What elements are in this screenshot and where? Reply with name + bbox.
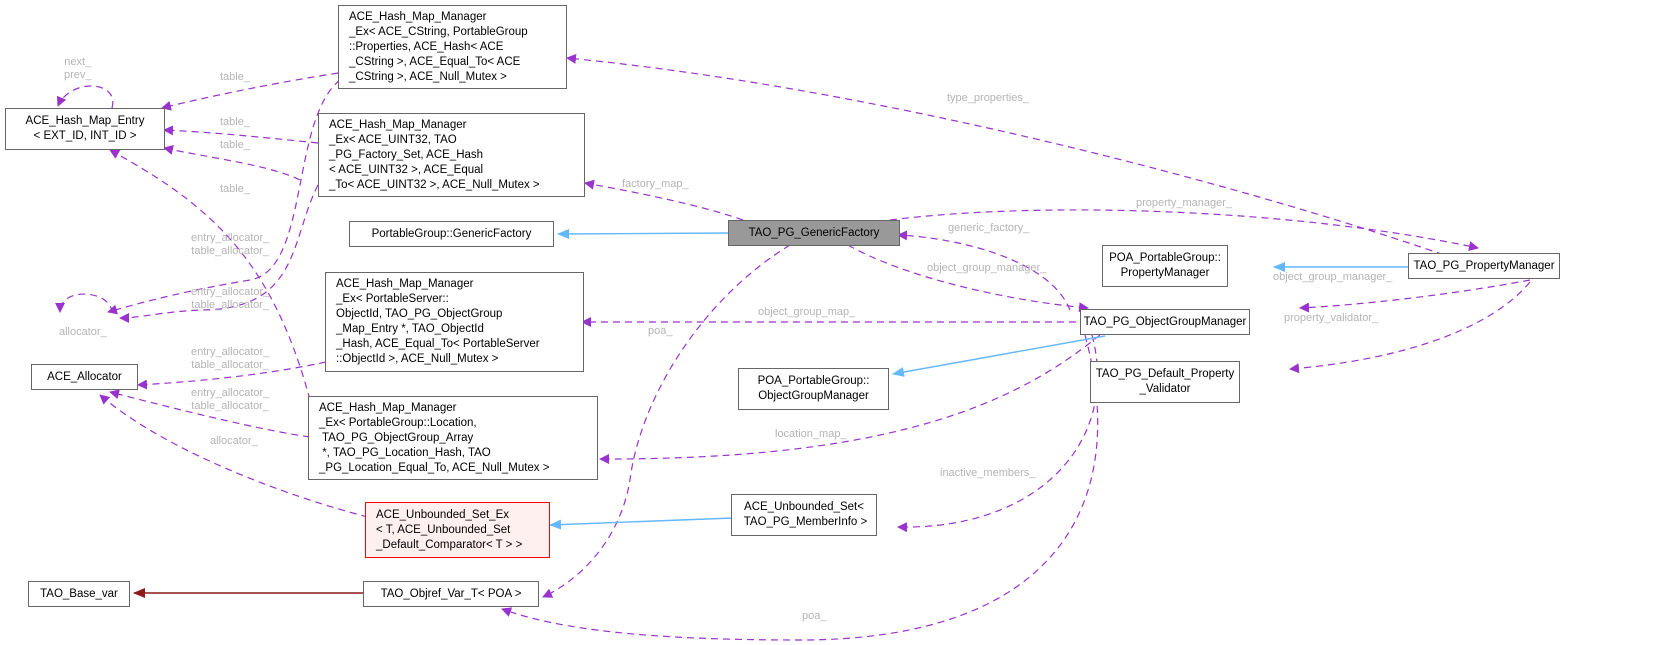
node-tao-pg-default-property-validator[interactable]: TAO_PG_Default_Property _Validator — [1090, 361, 1240, 403]
node-poa-portablegroup-objectgroupmanager[interactable]: POA_PortableGroup:: ObjectGroupManager — [738, 368, 889, 410]
edge-property-validator — [1289, 281, 1531, 374]
edge-label-generic-factory: generic_factory_ — [948, 222, 1030, 234]
node-hash-map-manager-cstring[interactable]: ACE_Hash_Map_Manager _Ex< ACE_CString, P… — [338, 5, 567, 89]
edge-inherit-generic-factory — [557, 228, 734, 239]
edge-label-type-properties: type_properties_ — [947, 92, 1029, 104]
edge-object-group-manager-1 — [847, 244, 1089, 313]
edge-alloc-cstring — [107, 79, 341, 315]
node-tao-pg-objectgroupmanager[interactable]: TAO_PG_ObjectGroupManager — [1080, 309, 1250, 335]
edge-label-inactive-members: inactive_members_ — [940, 467, 1036, 479]
edge-alloc-self — [55, 293, 113, 314]
edge-generic-factory — [897, 230, 1071, 311]
edge-label-table: table_ — [220, 116, 250, 128]
node-hash-map-manager-uint32[interactable]: ACE_Hash_Map_Manager _Ex< ACE_UINT32, TA… — [318, 113, 585, 197]
edge-inherit-ogm — [892, 335, 1106, 377]
edge-label-allocator: allocator_ — [210, 435, 258, 447]
edge-label-location-map: location_map_ — [775, 428, 847, 440]
edge-type-properties — [566, 53, 1501, 276]
edge-inherit-unbounded-set — [549, 517, 734, 530]
edge-poa-1 — [542, 244, 791, 598]
node-ace-unbounded-set-memberinfo[interactable]: ACE_Unbounded_Set< TAO_PG_MemberInfo > — [731, 494, 877, 536]
edge-next-prev — [56, 85, 114, 109]
edge-object-group-manager-2 — [1299, 279, 1531, 313]
edge-alloc-uint32 — [119, 184, 319, 323]
edge-location-map — [599, 334, 1101, 465]
node-hash-map-manager-objectid[interactable]: ACE_Hash_Map_Manager _Ex< PortableServer… — [325, 272, 584, 372]
edge-label-table: table_ — [220, 183, 250, 195]
edge-label-entry-table-allocator: entry_allocator_ table_allocator_ — [191, 387, 270, 412]
edge-table-location — [109, 149, 311, 401]
edge-label-poa: poa_ — [802, 610, 827, 622]
edge-label-object-group-manager: object_group_manager_ — [927, 262, 1047, 274]
node-hash-map-manager-location[interactable]: ACE_Hash_Map_Manager _Ex< PortableGroup:… — [308, 396, 598, 480]
edge-label-object-group-manager: object_group_manager_ — [1273, 271, 1393, 283]
node-tao-objref-var-t[interactable]: TAO_Objref_Var_T< POA > — [363, 581, 539, 607]
edge-table-objectid — [163, 145, 301, 181]
edge-label-object-group-map: object_group_map_ — [758, 306, 856, 318]
edge-inactive-members — [897, 334, 1099, 533]
node-poa-portablegroup-propertymanager[interactable]: POA_PortableGroup:: PropertyManager — [1102, 245, 1228, 287]
node-portablegroup-genericfactory[interactable]: PortableGroup::GenericFactory — [349, 221, 554, 247]
node-ace-unbounded-set-ex[interactable]: ACE_Unbounded_Set_Ex < T, ACE_Unbounded_… — [365, 502, 550, 558]
edge-label-poa: poa_ — [648, 325, 673, 337]
edge-table-uint32 — [163, 125, 319, 144]
edge-label-table: table_ — [220, 139, 250, 151]
edge-poa-2 — [501, 334, 1099, 641]
edge-factory-map — [584, 179, 744, 221]
edge-label-entry-table-allocator: entry_allocator_ table_allocator_ — [191, 286, 270, 311]
edge-table-cstring — [161, 72, 339, 111]
edge-label-table: table_ — [220, 71, 250, 83]
node-tao-pg-genericfactory[interactable]: TAO_PG_GenericFactory — [728, 220, 900, 246]
edge-label-next-prev: next_ prev_ — [64, 56, 92, 81]
node-ace-hash-map-entry[interactable]: ACE_Hash_Map_Entry < EXT_ID, INT_ID > — [5, 108, 165, 150]
edge-property-manager — [889, 209, 1479, 252]
edge-label-entry-table-allocator: entry_allocator_ table_allocator_ — [191, 346, 270, 371]
edge-label-property-manager: property_manager_ — [1136, 197, 1233, 209]
node-ace-allocator[interactable]: ACE_Allocator — [31, 364, 138, 390]
edge-label-entry-table-allocator: entry_allocator_ table_allocator_ — [191, 232, 270, 257]
edge-alloc-objectid — [137, 361, 327, 390]
edge-alloc-unbounded — [99, 394, 369, 518]
edge-label-factory-map: factory_map_ — [622, 178, 689, 190]
node-tao-pg-propertymanager[interactable]: TAO_PG_PropertyManager — [1408, 253, 1560, 279]
edge-label-property-validator: property_validator_ — [1284, 312, 1379, 324]
edge-label-allocator-self: allocator_ — [59, 326, 107, 338]
node-tao-base-var[interactable]: TAO_Base_var — [28, 581, 130, 607]
